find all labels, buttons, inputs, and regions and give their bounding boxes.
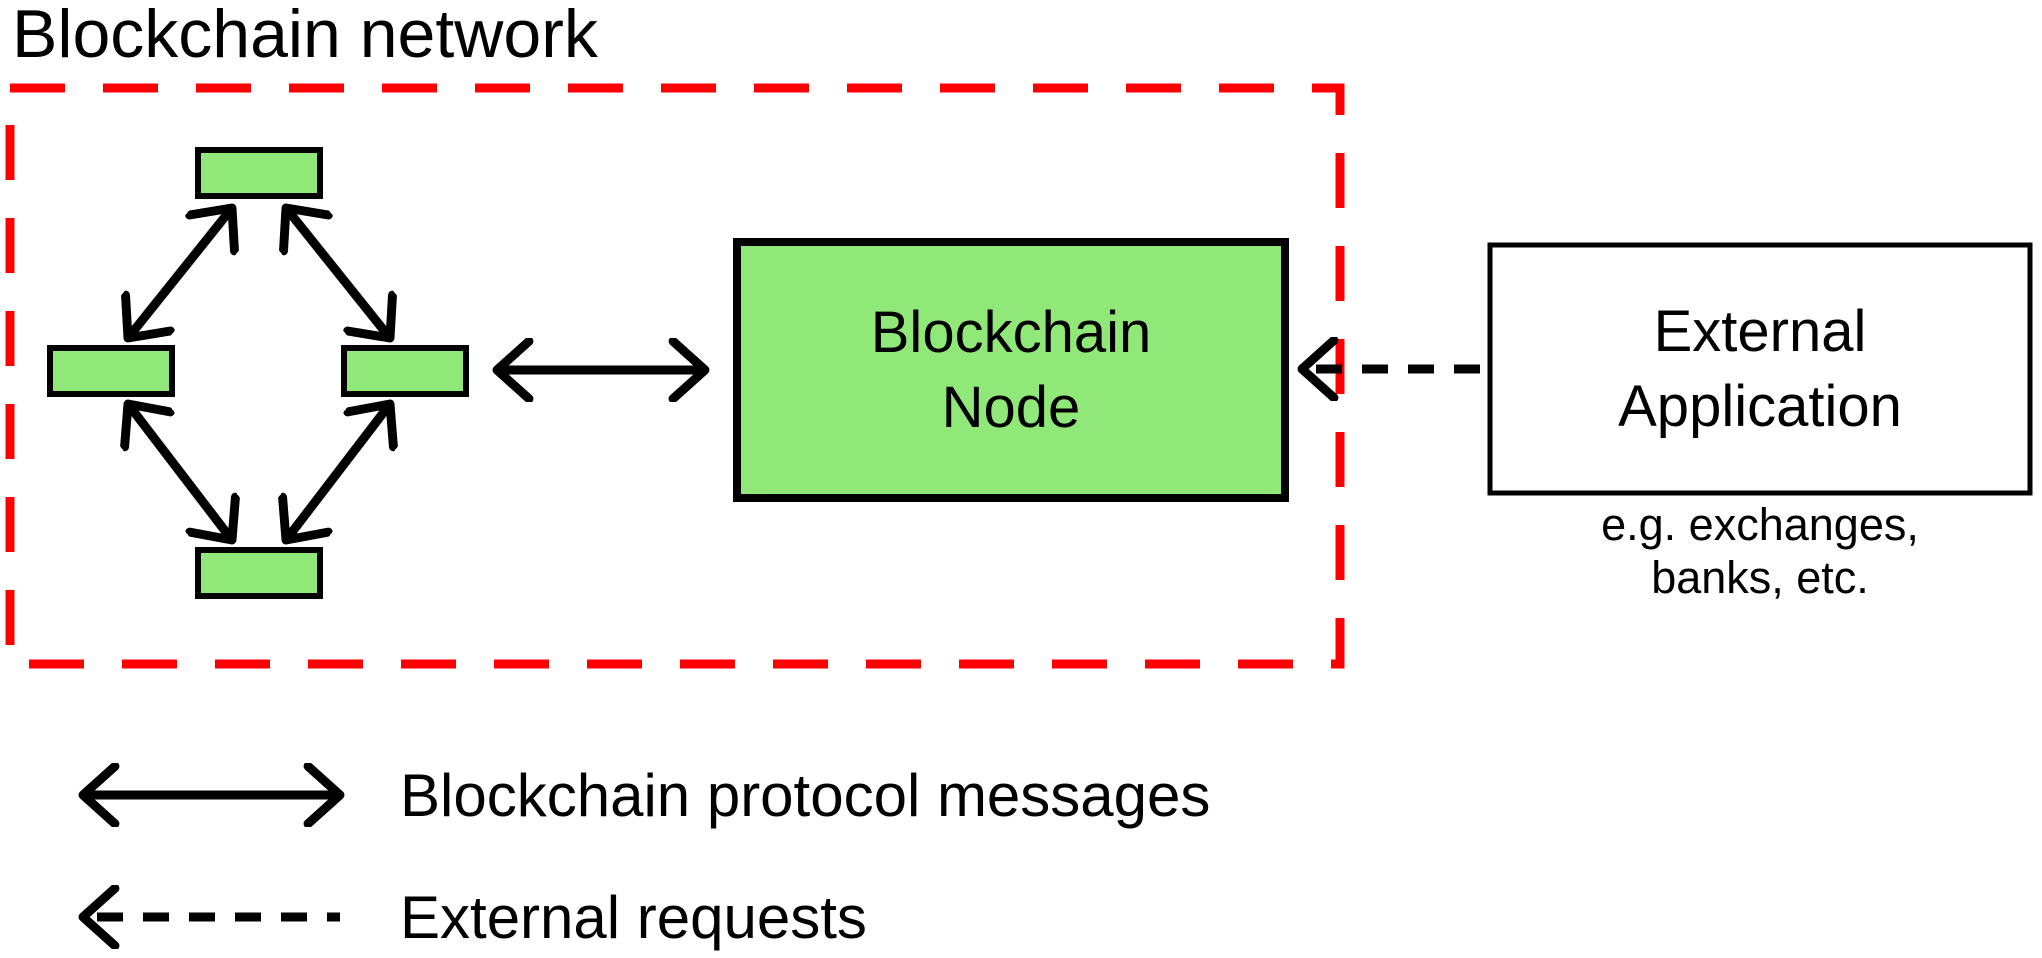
blockchain-node-label: Blockchain Node xyxy=(870,299,1152,440)
peer-link-arrow-top-right xyxy=(286,208,390,338)
external-application-label: External Application xyxy=(1618,298,1902,439)
peer-link-arrow-top-left xyxy=(128,208,232,338)
external-application-note: e.g. exchanges, banks, etc. xyxy=(1601,499,1919,604)
blockchain-node-box xyxy=(733,238,1289,502)
external-application-box xyxy=(1487,242,2033,496)
peer-node-bottom xyxy=(195,547,323,599)
peer-link-arrow-bottom-left xyxy=(128,404,232,540)
peer-node-top xyxy=(195,147,323,199)
diagram-title: Blockchain network xyxy=(12,0,598,72)
legend-label-external-requests: External requests xyxy=(400,883,867,951)
peer-link-arrow-bottom-right xyxy=(286,404,390,540)
network-boundary-dashed-rect xyxy=(5,83,1345,669)
peer-node-left xyxy=(47,345,175,397)
legend-label-protocol-messages: Blockchain protocol messages xyxy=(400,761,1211,829)
peer-node-right xyxy=(341,345,469,397)
